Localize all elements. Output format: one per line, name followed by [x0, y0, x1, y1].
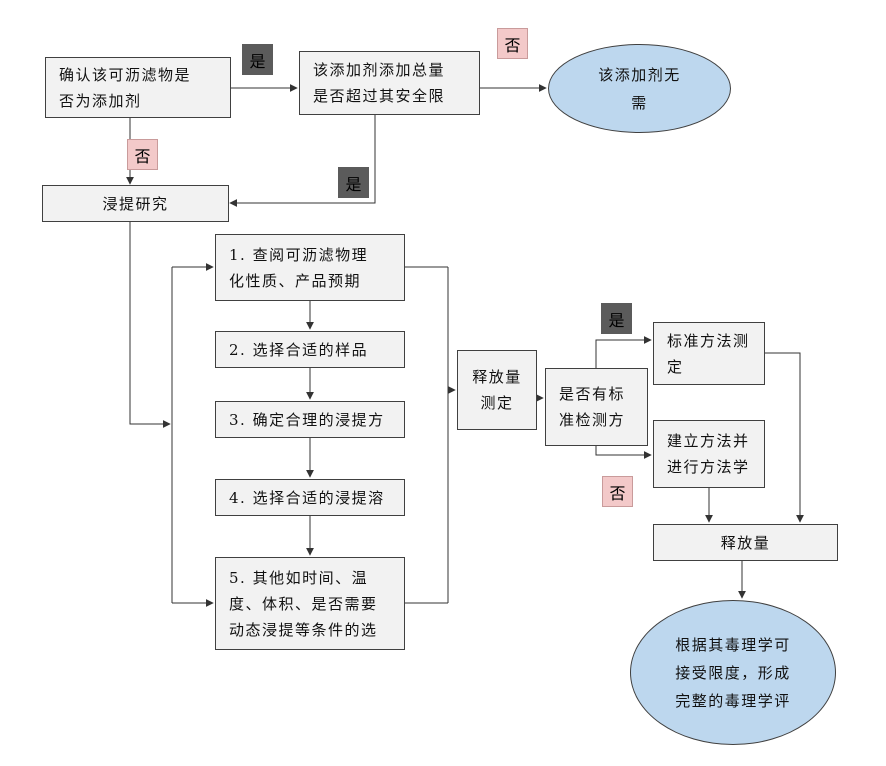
tag-yes-additive: 是 [242, 44, 273, 75]
flow-arrow [229, 115, 376, 207]
flow-arrow [129, 222, 171, 428]
tag-no-additive: 否 [127, 139, 158, 170]
flow-arrow [765, 352, 804, 523]
tag-no-standard-exists: 否 [602, 476, 633, 507]
node-step-4: 4. 选择合适的浸提溶 [215, 479, 405, 516]
flow-arrow [595, 446, 652, 459]
node-has-standard-method: 是否有标 准检测方 [545, 368, 648, 446]
node-step-2: 2. 选择合适的样品 [215, 331, 405, 368]
node-leaching-study: 浸提研究 [42, 185, 229, 222]
tag-yes-standard-exists: 是 [601, 303, 632, 334]
node-step-3: 3. 确定合理的浸提方 [215, 401, 405, 438]
node-release-amount: 释放量 [653, 524, 838, 561]
node-establish-method: 建立方法并 进行方法学 [653, 420, 765, 488]
node-confirm-additive: 确认该可沥滤物是 否为添加剂 [45, 57, 231, 118]
node-exceeds-safety-limit: 该添加剂添加总量 是否超过其安全限 [299, 51, 480, 115]
tag-yes-over-limit: 是 [338, 167, 369, 198]
flow-arrow [595, 336, 652, 368]
node-step-5: 5. 其他如时间、温 度、体积、是否需要 动态浸提等条件的选 [215, 557, 405, 650]
node-step-1: 1. 查阅可沥滤物理 化性质、产品预期 [215, 234, 405, 301]
ellipse-toxicology-eval: 根据其毒理学可 接受限度，形成 完整的毒理学评 [630, 600, 836, 745]
node-standard-method: 标准方法测 定 [653, 322, 765, 385]
ellipse-additive-no-need: 该添加剂无 需 [548, 44, 731, 133]
tag-no-over-limit: 否 [497, 28, 528, 59]
node-release-determination: 释放量 测定 [457, 350, 537, 430]
